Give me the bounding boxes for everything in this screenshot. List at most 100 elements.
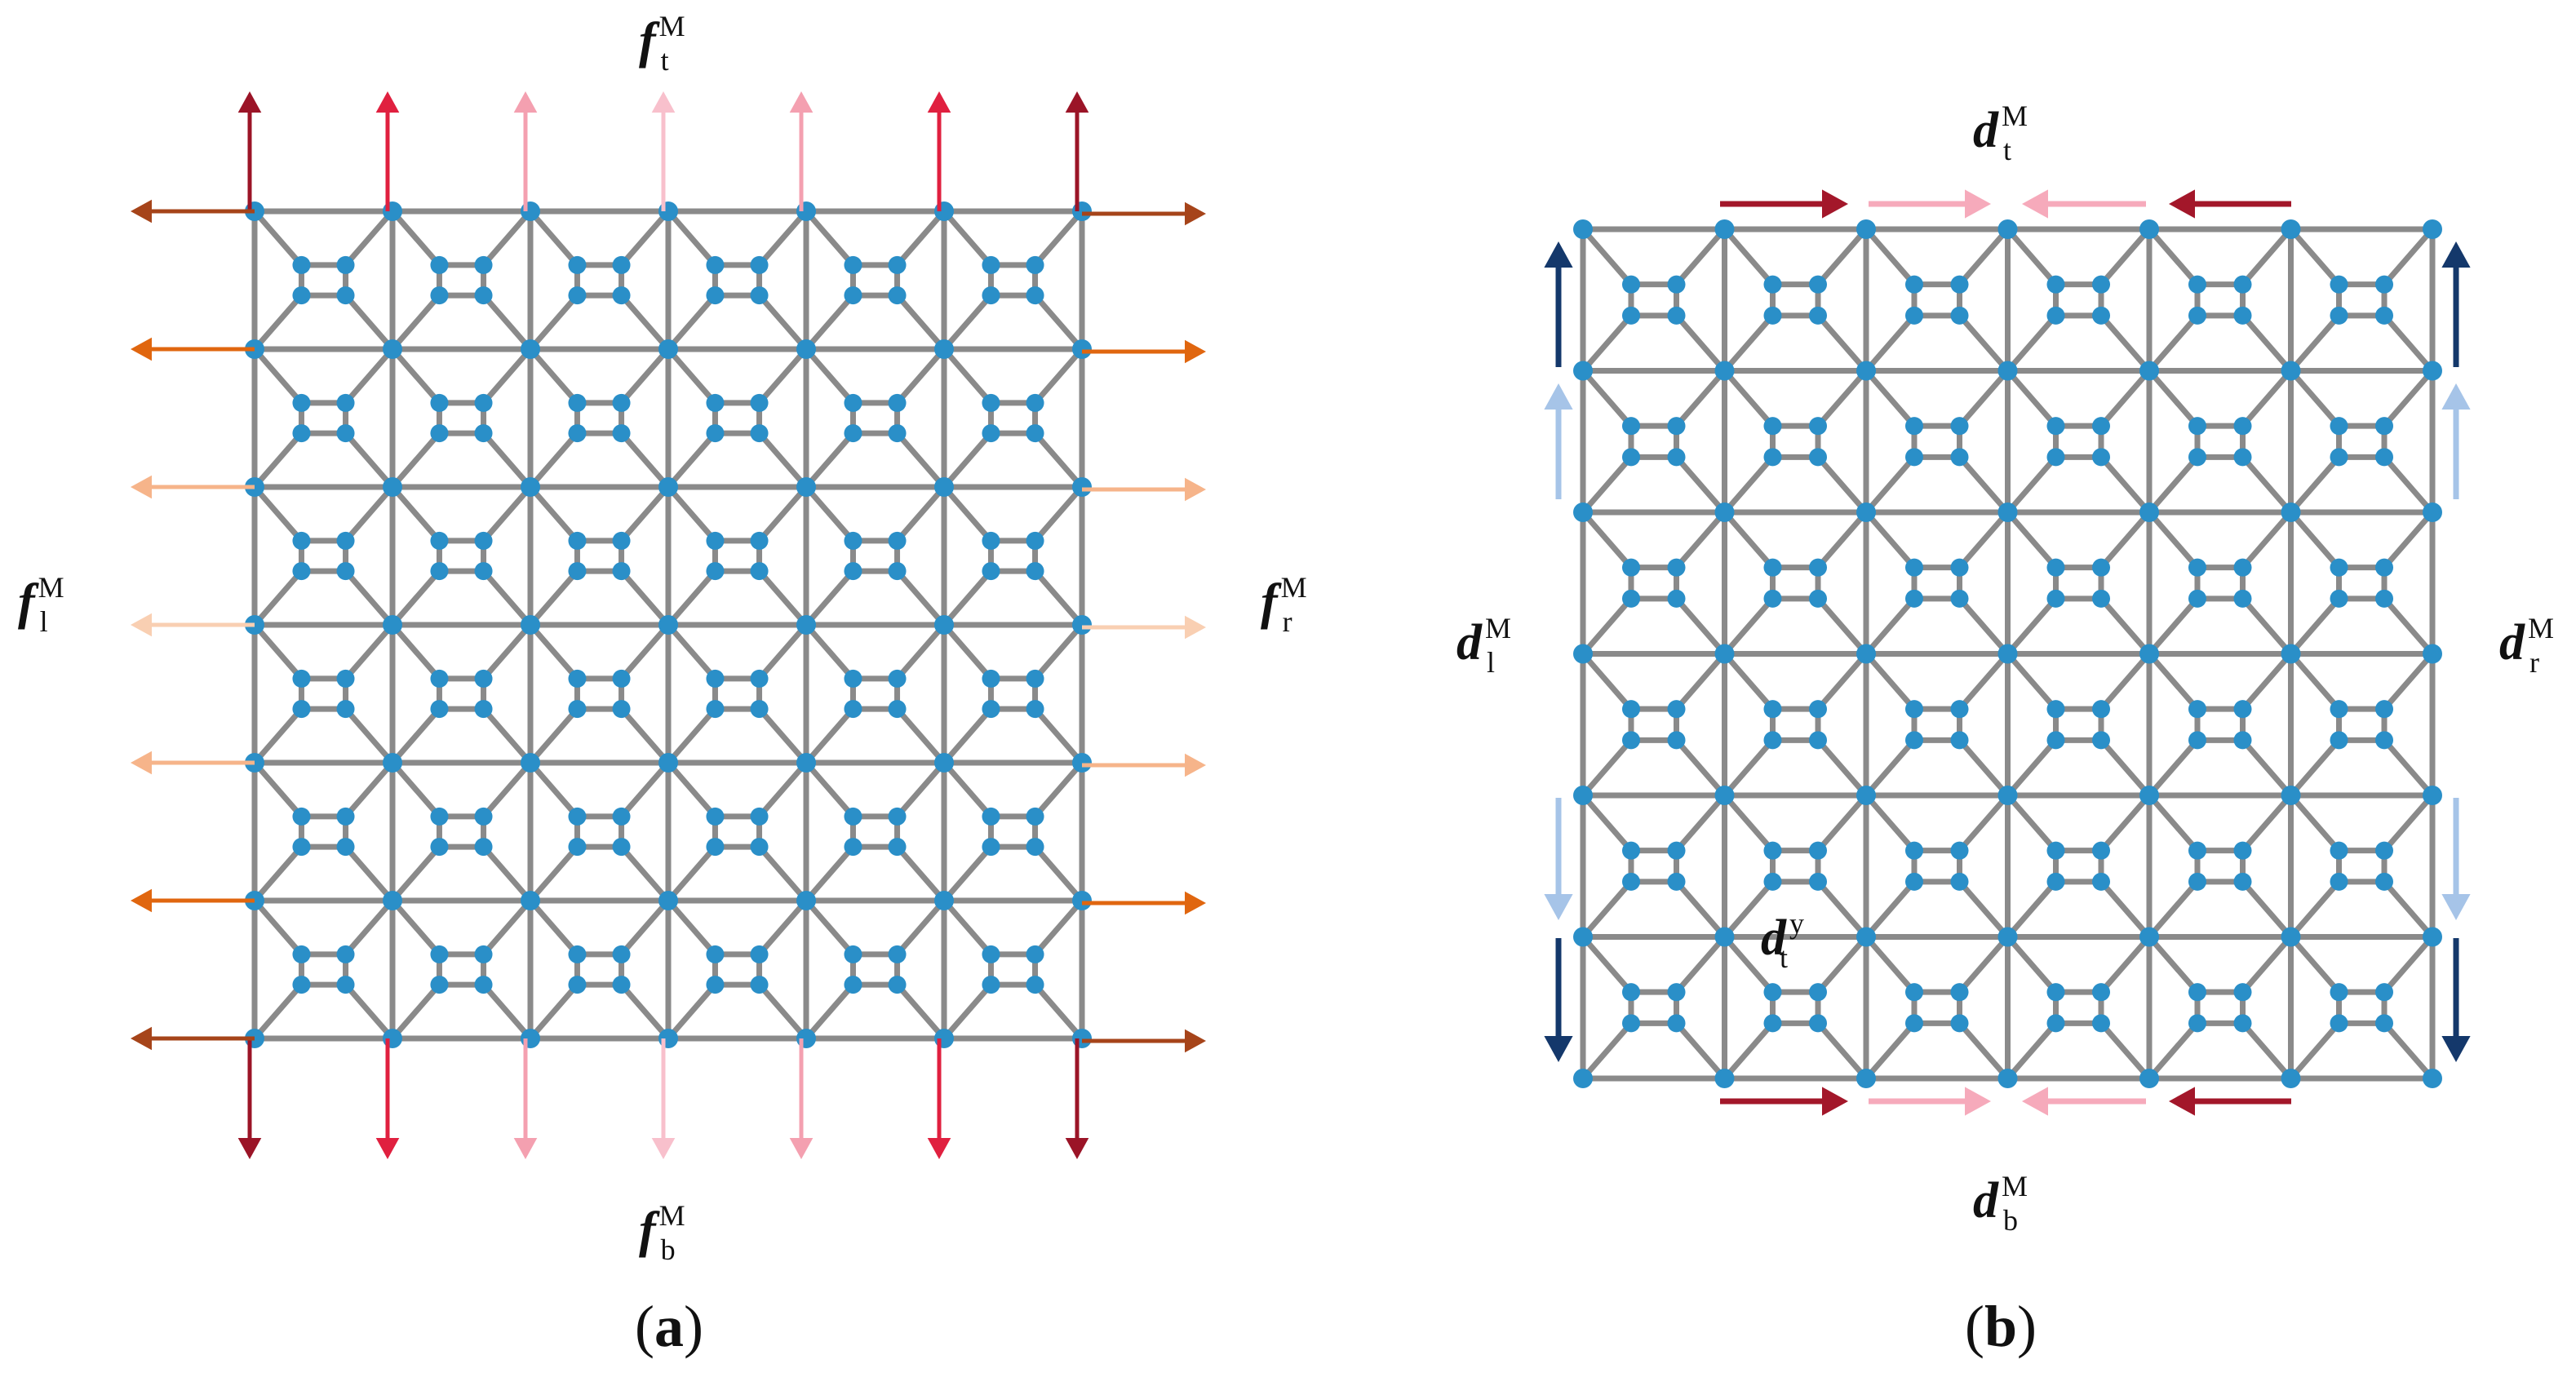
inner-node	[2092, 275, 2111, 294]
inner-node	[706, 424, 725, 443]
disp-arrow-left	[1544, 938, 1573, 1062]
lattice-node	[658, 339, 678, 359]
lattice-diagonal-bar	[1580, 934, 1634, 995]
lattice-diagonal-bar	[619, 622, 672, 682]
lattice-diagonal-bar	[1032, 759, 1085, 820]
lattice-diagonal-bar	[756, 484, 809, 544]
lattice-diagonal-bar	[1863, 368, 1918, 429]
lattice-diagonal-bar	[527, 759, 580, 820]
inner-node	[1667, 700, 1686, 719]
force-arrow-top-head	[237, 91, 262, 113]
lattice-node	[2281, 786, 2301, 805]
disp-arrow-left	[1544, 241, 1573, 367]
inner-node	[612, 393, 631, 412]
lattice-diagonal-bar	[481, 706, 534, 766]
inner-node	[1809, 872, 1828, 891]
inner-node	[612, 562, 631, 581]
force-arrow-bottom	[513, 1038, 538, 1159]
inner-node	[982, 393, 1000, 412]
lattice-diagonal-bar	[2146, 454, 2201, 516]
inner-node	[430, 562, 449, 581]
lattice-diagonal-bar	[941, 208, 994, 268]
lattice-node	[2423, 503, 2442, 522]
inner-node	[1904, 306, 1923, 325]
inner-node	[2046, 306, 2065, 325]
force-arrow-left-head	[131, 888, 152, 913]
lattice-diagonal-bar	[527, 981, 580, 1042]
lattice-diagonal-bar	[1674, 792, 1727, 854]
inner-node	[2046, 558, 2065, 577]
inner-node	[2233, 306, 2252, 325]
inner-node	[1621, 1014, 1640, 1033]
inner-node	[474, 669, 493, 688]
inner-node	[844, 562, 862, 581]
inner-node	[844, 424, 862, 443]
inner-node	[1809, 275, 1828, 294]
inner-node	[1667, 1014, 1686, 1033]
force-arrow-right-head	[1185, 339, 1206, 364]
force-arrow-bottom	[789, 1038, 814, 1159]
inner-node	[844, 393, 862, 412]
lattice-diagonal-bar	[2288, 934, 2342, 995]
lattice-diagonal-bar	[1863, 792, 1918, 854]
lattice-node	[2139, 786, 2159, 805]
inner-node	[844, 838, 862, 857]
inner-node	[2330, 306, 2348, 325]
inner-node	[1621, 417, 1640, 436]
inner-node	[292, 976, 311, 994]
inner-node	[750, 945, 769, 963]
lattice-diagonal-bar	[343, 843, 396, 904]
inner-node	[750, 838, 769, 857]
inner-node	[1026, 531, 1044, 550]
lattice-diagonal-bar	[1815, 509, 1869, 571]
inner-node	[336, 286, 355, 305]
inner-node	[2188, 558, 2206, 577]
inner-node	[2188, 872, 2206, 891]
inner-node	[474, 255, 493, 274]
lattice-diagonal-bar	[1674, 509, 1727, 571]
lattice-node	[2423, 644, 2442, 664]
inner-node	[982, 286, 1000, 305]
lattice-diagonal-bar	[665, 346, 718, 406]
disp-arrow-right	[2441, 798, 2471, 920]
inner-node	[474, 562, 493, 581]
lattice-node	[934, 891, 954, 910]
inner-node	[1904, 731, 1923, 750]
inner-node	[1904, 448, 1923, 467]
lattice-diagonal-bar	[2288, 596, 2342, 657]
lattice-diagonal-bar	[1863, 879, 1918, 940]
inner-node	[2233, 448, 2252, 467]
lattice-diagonal-bar	[1863, 312, 1918, 374]
lattice-diagonal-bar	[1957, 312, 2011, 374]
lattice-diagonal-bar	[1722, 1020, 1776, 1082]
inner-node	[2092, 983, 2111, 1002]
inner-node	[2233, 841, 2252, 860]
force-arrow-bottom-head	[513, 1138, 538, 1159]
lattice-diagonal-bar	[1674, 651, 1727, 712]
lattice-diagonal-bar	[803, 843, 856, 904]
lattice-node	[1573, 219, 1593, 239]
disp-arrow-right	[2441, 241, 2471, 367]
lattice-diagonal-bar	[941, 843, 994, 904]
lattice-diagonal-bar	[941, 346, 994, 406]
inner-node	[336, 976, 355, 994]
lattice-node	[1997, 361, 2018, 381]
inner-node	[706, 945, 725, 963]
inner-node	[750, 976, 769, 994]
lattice-diagonal-bar	[2288, 792, 2342, 854]
inner-node	[2233, 983, 2252, 1002]
disp-arrow-top-head	[1822, 189, 1848, 219]
inner-node	[568, 286, 587, 305]
lattice-diagonal-bar	[665, 292, 718, 352]
lattice-diagonal-bar	[1722, 509, 1776, 571]
lattice-diagonal-bar	[894, 759, 947, 820]
force-arrow-right-head	[1185, 615, 1206, 640]
lattice-diagonal-bar	[665, 568, 718, 628]
lattice-diagonal-bar	[389, 706, 442, 766]
lattice-diagonal-bar	[251, 292, 304, 352]
inner-node	[336, 531, 355, 550]
disp-arrow-top-head	[2169, 189, 2195, 219]
lattice-node	[796, 477, 816, 497]
